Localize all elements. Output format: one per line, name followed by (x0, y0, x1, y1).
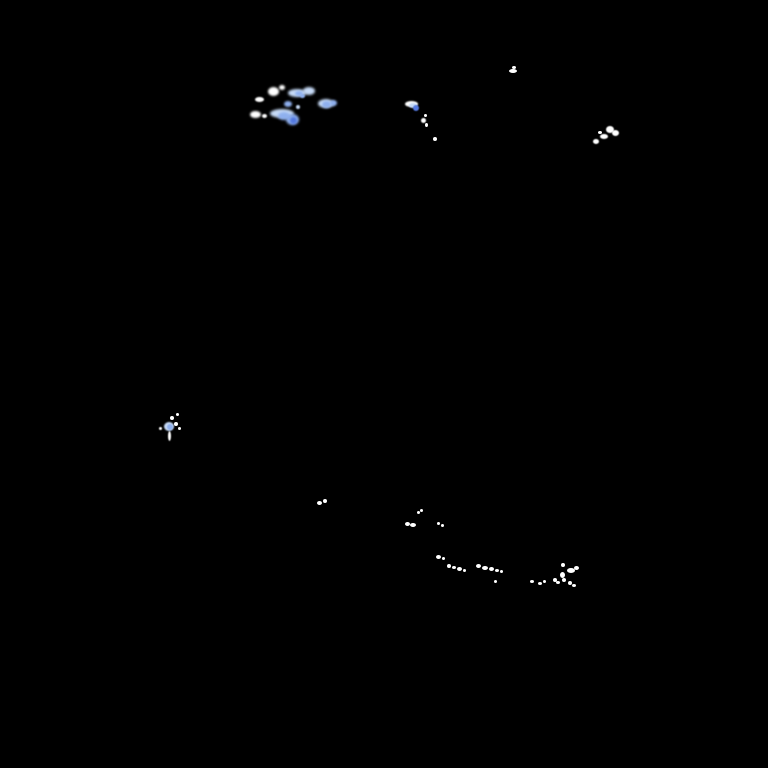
cloud-speck (178, 427, 181, 430)
cloud-speck (476, 564, 481, 568)
cloud-speck (437, 522, 440, 525)
cloud-speck (598, 131, 602, 134)
cloud-speck (512, 66, 516, 69)
cloud-speck (494, 580, 497, 583)
cloud-speck (295, 91, 303, 96)
cloud-speck (556, 581, 560, 584)
cloud-speck (317, 501, 322, 505)
cloud-speck (323, 499, 327, 503)
cloud-speck (255, 97, 264, 102)
cloud-speck (562, 578, 566, 582)
cloud-speck (159, 427, 162, 430)
cloud-speck (330, 100, 337, 106)
cloud-speck (606, 126, 614, 133)
cloud-speck (442, 557, 445, 560)
cloud-speck (441, 524, 444, 527)
cloud-speck (538, 582, 542, 585)
cloud-speck (509, 69, 517, 73)
cloud-speck (322, 101, 331, 108)
cloud-speck (495, 569, 499, 572)
cloud-speck (543, 580, 546, 583)
cloud-speck (303, 87, 315, 95)
cloud-speck (284, 101, 292, 107)
cloud-speck (572, 584, 576, 587)
cloud-speck (410, 523, 416, 527)
cloud-speck (424, 114, 427, 117)
cloud-speck (296, 105, 300, 109)
cloud-speck (500, 570, 503, 573)
cloud-speck (290, 117, 297, 124)
cloud-speck (250, 111, 261, 118)
cloud-speck (436, 555, 441, 559)
cloud-speck (170, 416, 174, 420)
cloud-speck (168, 431, 171, 441)
cloud-speck (417, 511, 420, 514)
cloud-speck (452, 566, 456, 569)
cloud-speck (279, 85, 285, 90)
cloud-speck (600, 134, 608, 139)
cloud-speck (262, 114, 267, 118)
cloud-speck (612, 130, 619, 136)
cloud-speck (574, 566, 579, 570)
cloud-speck (425, 123, 428, 127)
cloud-speck (567, 568, 575, 573)
cloud-speck (278, 112, 290, 120)
cloud-speck (561, 563, 565, 567)
cloud-speck (447, 564, 451, 568)
cloud-speck (568, 581, 572, 585)
cloud-speck (176, 413, 179, 416)
cloud-speck (421, 118, 426, 123)
cloud-speck (413, 105, 419, 111)
cloud-speck (433, 137, 437, 141)
cloud-speck (405, 522, 410, 526)
cloud-speck (489, 567, 494, 571)
cloud-speck (268, 87, 279, 96)
cloud-speck (457, 567, 462, 571)
cloud-speck (553, 578, 557, 582)
cloud-speck (420, 509, 423, 512)
cloud-speck (593, 139, 599, 144)
cloud-speck (463, 569, 466, 572)
cloud-speck (530, 580, 534, 583)
cloud-speck (300, 94, 305, 98)
cloud-speck (482, 566, 488, 570)
cloud-speck (560, 572, 565, 578)
cloud-speck (174, 422, 178, 426)
cloud-speck (167, 424, 173, 430)
